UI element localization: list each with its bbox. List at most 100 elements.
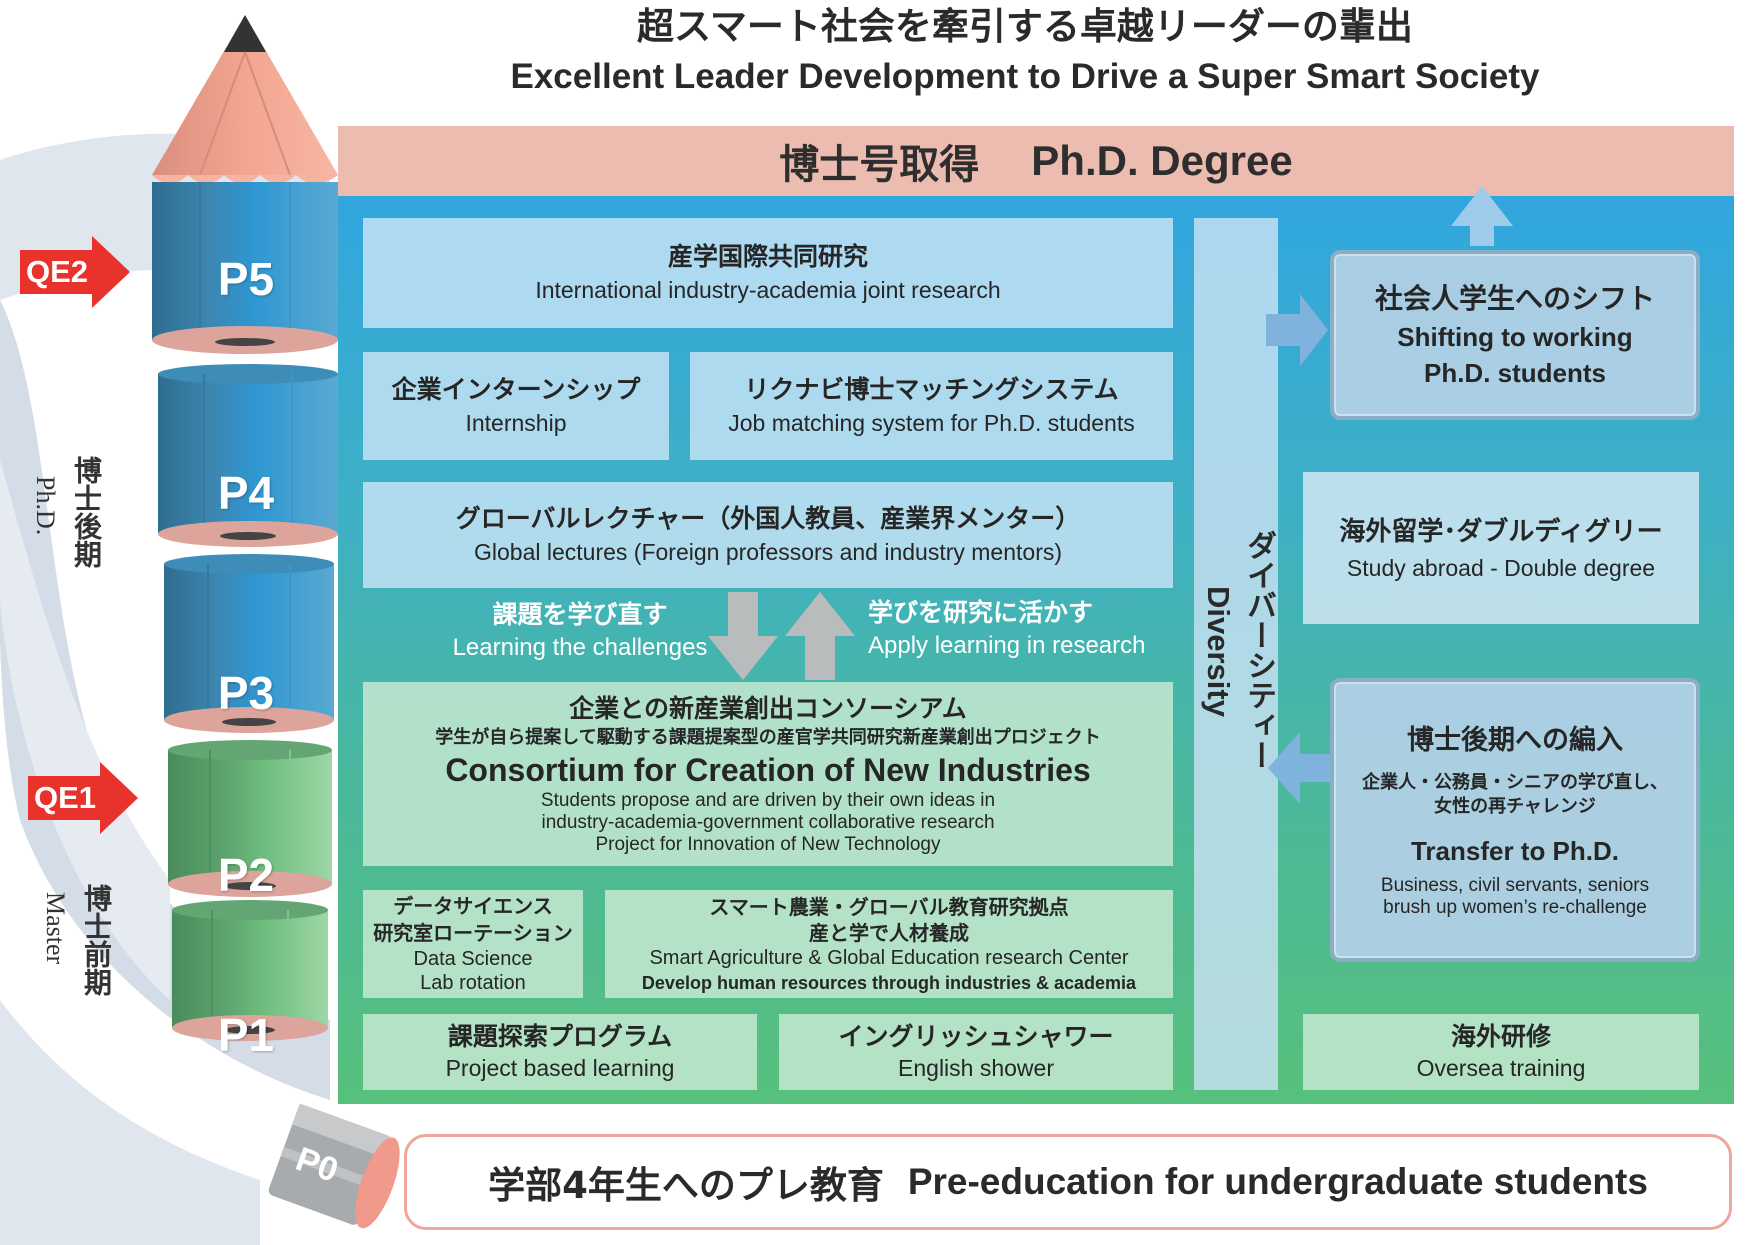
box-transfer-to-phd: 博士後期への編入 企業人・公務員・シニアの学び直し、 女性の再チャレンジ Tra… <box>1330 678 1700 962</box>
down-arrow <box>708 592 778 680</box>
diversity-en: Diversity <box>1201 586 1236 717</box>
master-course-jp: 博士前期 <box>80 884 113 996</box>
box-job-matching: リクナビ博士マッチングシステム Job matching system for … <box>690 352 1173 460</box>
pbl-jp: 課題探索プログラム <box>447 1022 673 1051</box>
box-study-abroad: 海外留学･ダブルディグリー Study abroad - Double degr… <box>1303 472 1699 624</box>
transfer-jp-sub2: 女性の再チャレンジ <box>1434 796 1596 817</box>
p2-label: P2 <box>217 849 275 901</box>
pre-education-en: Pre-education for undergraduate students <box>907 1161 1648 1202</box>
phd-degree-en: Ph.D. Degree <box>1031 137 1293 184</box>
joint-research-en: International industry-academia joint re… <box>535 277 1001 303</box>
transfer-jp: 博士後期への編入 <box>1407 725 1623 756</box>
consortium-jp-sub: 学生が自ら提案して駆動する課題提案型の産官学共同研究新産業創出プロジェクト <box>435 727 1101 748</box>
learning-challenges-en: Learning the challenges <box>452 634 708 661</box>
title-japanese: 超スマート社会を牽引する卓越リーダーの輩出 <box>637 5 1413 48</box>
consortium-en: Consortium for Creation of New Industrie… <box>445 752 1091 788</box>
box-project-based-learning: 課題探索プログラム Project based learning <box>363 1014 757 1090</box>
global-lectures-en: Global lectures (Foreign professors and … <box>473 539 1063 565</box>
box-smart-agriculture: スマート農業・グローバル教育研究拠点 産と学で人材養成 Smart Agricu… <box>605 890 1173 998</box>
master-course-en: Master <box>41 892 70 965</box>
apply-learning-en: Apply learning in research <box>868 632 1146 659</box>
right-arrow-to-shift <box>1266 294 1328 366</box>
qe1-label: QE1 <box>34 780 97 815</box>
box-data-science: データサイエンス 研究室ローテーション Data Science Lab rot… <box>363 890 583 998</box>
smart-agri-en2: Develop human resources through industri… <box>641 972 1137 993</box>
data-science-en2: Lab rotation <box>420 972 526 994</box>
p4-segment <box>158 374 338 534</box>
smart-agri-jp2: 産と学で人材養成 <box>809 920 969 945</box>
box-working-shift: 社会人学生へのシフト Shifting to working Ph.D. stu… <box>1330 250 1700 420</box>
transfer-en: Transfer to Ph.D. <box>1410 836 1620 866</box>
qe1-arrow-icon <box>28 762 138 834</box>
consortium-jp: 企業との新産業創出コンソーシアム <box>569 694 967 723</box>
data-science-en1: Data Science <box>413 948 533 970</box>
working-shift-en2: Ph.D. students <box>1423 358 1606 388</box>
title-english: Excellent Leader Development to Drive a … <box>510 57 1540 96</box>
p5-segment <box>152 182 338 340</box>
p1-segment <box>172 910 328 1028</box>
qe2-label: QE2 <box>26 254 89 289</box>
box-internship: 企業インターンシップ Internship <box>363 352 669 460</box>
box-consortium: 企業との新産業創出コンソーシアム 学生が自ら提案して駆動する課題提案型の産官学共… <box>363 682 1173 866</box>
global-lectures-jp: グローバルレクチャー（外国人教員、産業界メンター） <box>455 504 1081 533</box>
learning-challenges-jp: 課題を学び直す <box>492 600 668 629</box>
box-english-shower: イングリッシュシャワー English shower <box>779 1014 1173 1090</box>
oversea-en: Oversea training <box>1416 1055 1586 1081</box>
box-joint-research: 産学国際共同研究 International industry-academia… <box>363 218 1173 328</box>
doctor-course-jp: 博士後期 <box>70 456 103 568</box>
doctor-course-en: Ph.D. <box>31 476 60 536</box>
diversity-jp: ダイバーシティー <box>1241 530 1276 770</box>
study-abroad-jp: 海外留学･ダブルディグリー <box>1339 517 1663 547</box>
transfer-en-sub1: Business, civil servants, seniors <box>1380 875 1650 896</box>
oversea-jp: 海外研修 <box>1450 1022 1551 1051</box>
pbl-en: Project based learning <box>445 1055 675 1081</box>
transfer-en-sub2: brush up women’s re-challenge <box>1383 897 1647 918</box>
right-arrows <box>1266 186 1513 804</box>
job-matching-en: Job matching system for Ph.D. students <box>728 410 1135 436</box>
qe1-marker: QE1 <box>28 762 138 834</box>
learning-challenges-label: 課題を学び直す Learning the challenges <box>430 598 730 664</box>
apply-learning-jp: 学びを研究に活かす <box>868 598 1094 627</box>
phd-degree-jp: 博士号取得 <box>779 142 980 188</box>
consortium-en-sub1: Students propose and are driven by their… <box>540 790 996 811</box>
english-shower-jp: イングリッシュシャワー <box>838 1022 1114 1051</box>
transfer-jp-sub1: 企業人・公務員・シニアの学び直し、 <box>1362 772 1668 793</box>
p3-segment <box>164 564 334 720</box>
p4-label: P4 <box>217 467 275 519</box>
joint-research-jp: 産学国際共同研究 <box>667 242 868 271</box>
pre-education-box: 学部4年生へのプレ教育 Pre-education for undergradu… <box>404 1134 1732 1230</box>
data-science-jp1: データサイエンス <box>393 894 553 918</box>
qe2-marker: QE2 <box>20 236 130 308</box>
pencil-tip <box>152 15 338 175</box>
up-arrow <box>785 592 855 680</box>
working-shift-en1: Shifting to working <box>1397 322 1633 352</box>
pre-education-jp: 学部4年生へのプレ教育 <box>488 1164 884 1207</box>
consortium-en-sub2: industry-academia-government collaborati… <box>541 812 995 833</box>
smart-agri-en1: Smart Agriculture & Global Education res… <box>649 946 1129 969</box>
box-oversea-training: 海外研修 Oversea training <box>1303 1014 1699 1090</box>
box-global-lectures: グローバルレクチャー（外国人教員、産業界メンター） Global lecture… <box>363 482 1173 588</box>
qe2-arrow-icon <box>20 236 130 308</box>
pencil-graphic <box>152 15 338 1041</box>
internship-en: Internship <box>465 410 567 436</box>
up-arrow-to-degree <box>1451 186 1513 246</box>
eraser-tip <box>355 1137 400 1229</box>
data-science-jp2: 研究室ローテーション <box>373 921 573 945</box>
apply-learning-label: 学びを研究に活かす Apply learning in research <box>868 596 1178 662</box>
p3-label: P3 <box>217 667 275 719</box>
p1-label: P1 <box>217 1009 275 1061</box>
study-abroad-en: Study abroad - Double degree <box>1346 555 1656 581</box>
pencil-lead <box>224 15 266 52</box>
job-matching-jp: リクナビ博士マッチングシステム <box>744 375 1119 404</box>
consortium-en-sub3: Project for Innovation of New Technology <box>595 834 941 855</box>
flow-arrows <box>708 592 855 680</box>
p5-label: P5 <box>217 253 275 305</box>
smart-agri-jp1: スマート農業・グローバル教育研究拠点 <box>709 894 1069 919</box>
left-arrow-from-transfer <box>1268 732 1332 804</box>
phd-degree-banner: 博士号取得 Ph.D. Degree <box>338 126 1734 196</box>
diversity-column <box>1194 218 1278 1090</box>
eraser-p0 <box>268 1103 400 1229</box>
internship-jp: 企業インターンシップ <box>391 375 641 404</box>
english-shower-en: English shower <box>898 1055 1054 1081</box>
working-shift-jp: 社会人学生へのシフト <box>1374 282 1655 315</box>
